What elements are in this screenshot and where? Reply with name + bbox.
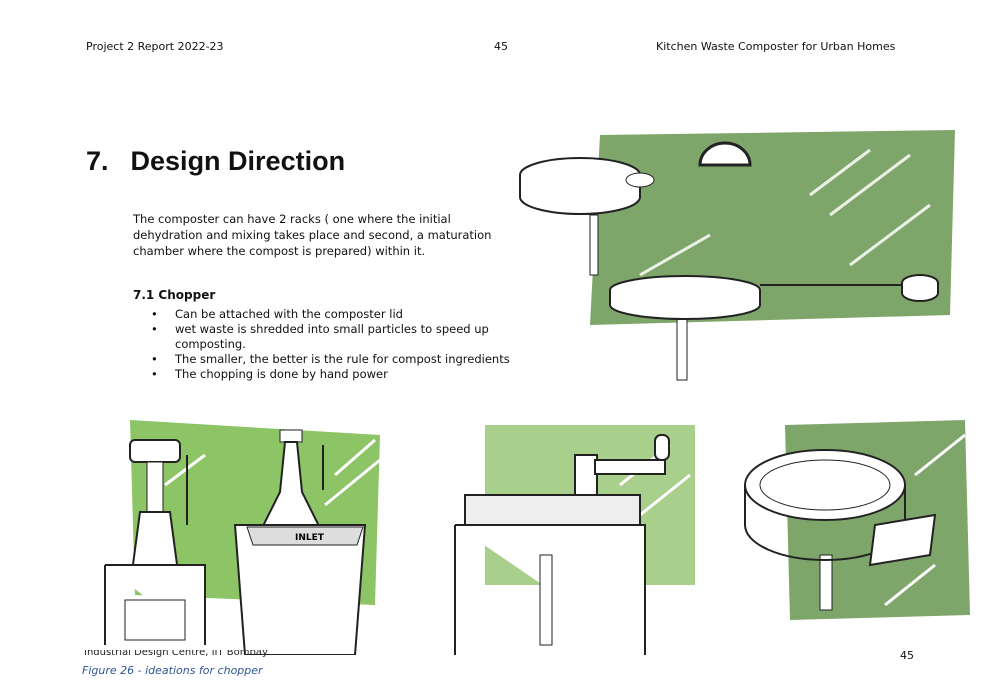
bullet-item: The smaller, the better is the rule for … bbox=[151, 352, 535, 367]
header-page-number: 45 bbox=[494, 40, 508, 53]
figure-caption: Figure 26 - ideations for chopper bbox=[82, 664, 263, 677]
sketch-crank-chopper bbox=[454, 425, 695, 655]
bullet-item: Can be attached with the composter lid bbox=[151, 307, 535, 322]
subsection-heading: 7.1 Chopper bbox=[133, 288, 216, 302]
bullet-item: The chopping is done by hand power bbox=[151, 367, 535, 382]
footer-source: Industrial Design Centre, IIT Bombay bbox=[84, 650, 268, 657]
sketch-two-racks bbox=[519, 130, 955, 381]
header-left: Project 2 Report 2022-23 bbox=[86, 40, 224, 53]
section-heading: 7.Design Direction bbox=[86, 146, 346, 176]
footer-page-number: 45 bbox=[900, 649, 914, 662]
inlet-label: INLET bbox=[295, 533, 325, 543]
bullet-list: Can be attached with the composter lid w… bbox=[133, 307, 535, 382]
sketch-lid-chopper bbox=[744, 420, 970, 620]
intro-paragraph: The composter can have 2 racks ( one whe… bbox=[133, 212, 492, 258]
bullet-item: wet waste is shredded into small particl… bbox=[151, 322, 535, 352]
sketch-press-chopper: INLET bbox=[104, 420, 381, 655]
header-right: Kitchen Waste Composter for Urban Homes bbox=[656, 40, 896, 53]
